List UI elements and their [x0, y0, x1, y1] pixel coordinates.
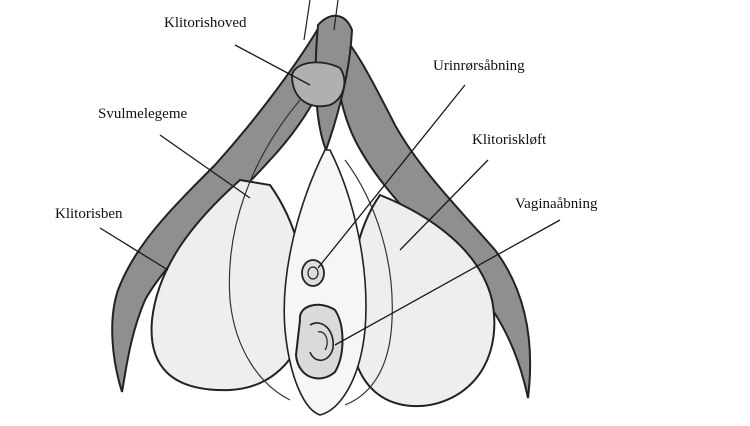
label-crus-fork: Klitoriskløft	[472, 132, 547, 148]
label-glans: Klitorishoved	[164, 15, 247, 31]
leader-line-crus	[99, 227, 169, 271]
right-crus-shape	[328, 19, 532, 399]
leader-line-crus-fork	[399, 159, 489, 251]
leader-line-vagina	[334, 219, 561, 346]
label-urethra: Urinrørsåbning	[433, 58, 525, 74]
leader-line-glans	[234, 44, 311, 86]
label-crus: Klitorisben	[55, 206, 123, 222]
leader-line-bulb	[159, 134, 251, 199]
glans-shape	[291, 61, 346, 108]
label-bulb: Svulmelegeme	[98, 106, 188, 122]
inner-contour-left	[228, 99, 301, 401]
vaginal-opening-shape	[294, 303, 344, 380]
leader-line-urethra	[317, 84, 466, 269]
label-vagina: Vaginaåbning	[515, 196, 598, 212]
